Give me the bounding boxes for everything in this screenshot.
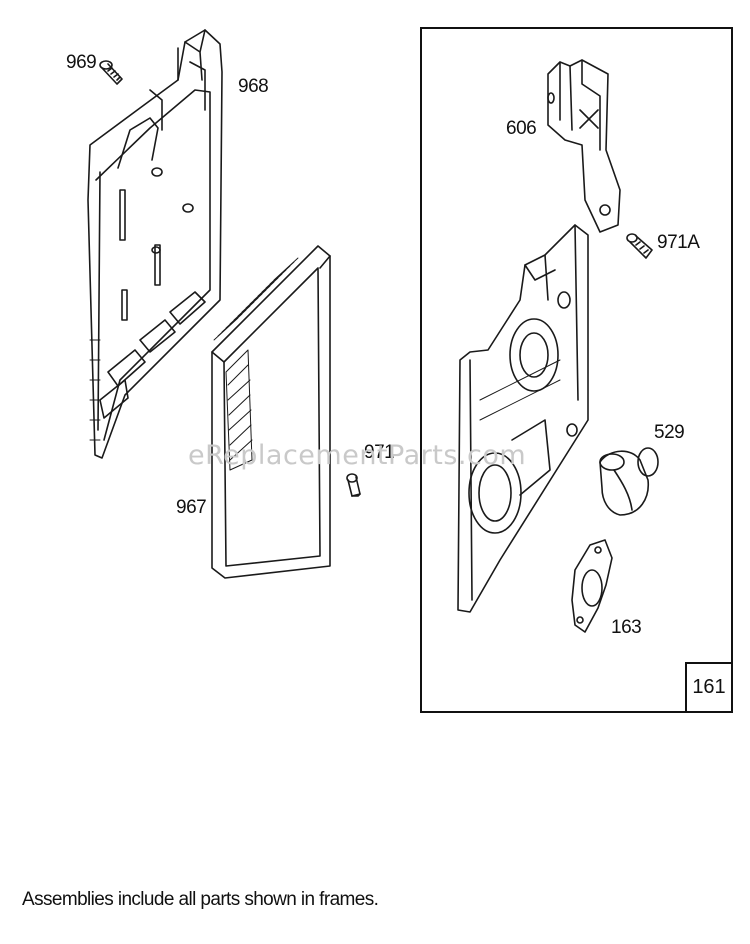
filter-967-drawing — [212, 246, 330, 578]
part-label-529: 529 — [654, 422, 685, 443]
bracket-606-drawing — [548, 60, 620, 232]
part-label-971: 971 — [364, 442, 395, 463]
gasket-163-drawing — [572, 540, 612, 632]
screw-971-drawing — [347, 474, 360, 496]
part-label-606: 606 — [506, 118, 537, 139]
elbow-529-drawing — [600, 448, 658, 515]
assembly-number-box: 161 — [685, 662, 733, 713]
watermark: eReplacementParts.com — [188, 440, 527, 471]
part-label-971a: 971A — [657, 232, 700, 253]
screw-969-drawing — [100, 61, 122, 84]
footnote: Assemblies include all parts shown in fr… — [22, 889, 379, 910]
part-label-163: 163 — [611, 617, 642, 638]
part-label-968: 968 — [238, 76, 269, 97]
assembly-frame: 161 — [420, 27, 733, 713]
body-161-drawing — [458, 225, 588, 612]
assembly-number: 161 — [692, 676, 726, 698]
part-label-969: 969 — [66, 52, 97, 73]
part-label-967: 967 — [176, 497, 207, 518]
screw-971a-drawing — [627, 234, 652, 258]
base-968-drawing — [88, 30, 222, 458]
